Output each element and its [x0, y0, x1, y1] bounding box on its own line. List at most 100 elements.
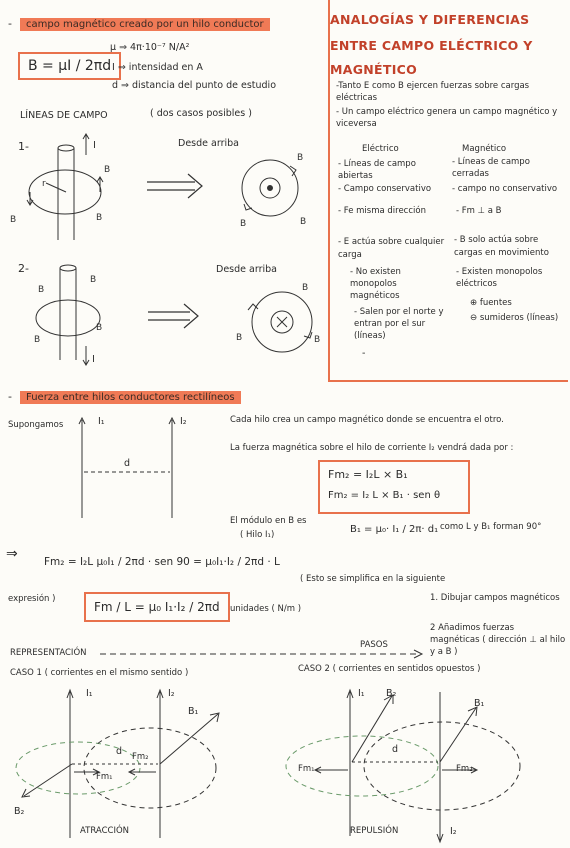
- field-lines-diagrams: I r B B B B B B I B B B B: [10, 133, 320, 366]
- implies-arrow-2: [148, 303, 199, 329]
- svg-text:B: B: [297, 153, 303, 163]
- svg-text:B: B: [34, 335, 40, 345]
- svg-text:B: B: [38, 285, 44, 295]
- svg-text:I: I: [92, 354, 95, 365]
- svg-text:B: B: [314, 335, 320, 345]
- case1-d: d: [116, 746, 123, 757]
- fm2-derivation: Fm₂ = I₂L μ₀I₁ / 2πd · sen 90 = μ₀I₁·I₂ …: [44, 556, 280, 568]
- step-2: 2 Añadimos fuerzas magnéticas ( direcció…: [430, 623, 566, 657]
- svg-text:B: B: [104, 165, 110, 175]
- fm-per-length-box: Fm / L = μ₀ I₁·I₂ / 2πd: [84, 592, 230, 622]
- elec-2: - Campo conservativo: [338, 184, 432, 194]
- step-1: 1. Dibujar campos magnéticos: [430, 593, 560, 603]
- label-d: d: [124, 458, 131, 469]
- angle-note: como L y B₁ forman 90°: [440, 522, 542, 532]
- mag-4: - B solo actúa sobre cargas en movimient…: [454, 235, 549, 258]
- svg-text:B: B: [236, 333, 242, 343]
- pasos-label: PASOS: [360, 640, 388, 650]
- svg-text:B: B: [240, 219, 246, 229]
- svg-text:I: I: [93, 140, 96, 151]
- trailing-dash: -: [362, 348, 366, 359]
- representacion-dashes: [100, 649, 424, 659]
- formula-B-box: B = μI / 2πd: [18, 52, 122, 80]
- svg-text:B: B: [300, 217, 306, 227]
- case2-diagram: [285, 688, 521, 844]
- hilo-text: ( Hilo I₁): [240, 530, 275, 540]
- force-eq-1: Fm₂ = I₂L × B₁: [328, 468, 408, 481]
- section2-heading: Fuerza entre hilos conductores rectilíne…: [20, 391, 241, 404]
- lineas-note: ( dos casos posibles ): [150, 108, 252, 119]
- col-electrico: Eléctrico: [362, 144, 399, 154]
- elec-6: - Salen por el norte y entran por el sur…: [354, 307, 444, 341]
- elec-3: - Fe misma dirección: [338, 206, 426, 216]
- svg-text:r: r: [42, 179, 46, 189]
- mag-2: - campo no conservativo: [452, 184, 558, 194]
- case2-I2: I₂: [450, 826, 457, 837]
- implies-arrow-1: [147, 173, 203, 199]
- top-view-1: [241, 159, 299, 217]
- case1-fm2: Fm₂: [132, 752, 149, 762]
- case2-B2: B₂: [386, 688, 397, 699]
- lineas-title: LÍNEAS DE CAMPO: [20, 110, 108, 121]
- svg-text:B: B: [96, 213, 102, 223]
- svg-text:B: B: [90, 275, 96, 285]
- analogies-title-2: ENTRE CAMPO ELÉCTRICO Y: [330, 38, 533, 53]
- case2-number: 2-: [18, 262, 29, 275]
- mag-6a: ⊕ fuentes: [470, 298, 512, 308]
- elec-5: - No existen monopolos magnéticos: [350, 267, 401, 301]
- case1-I2: I₂: [168, 688, 175, 699]
- wire-case1: [26, 133, 104, 240]
- caso1-label: CASO 1 ( corrientes en el mismo sentido …: [10, 668, 189, 678]
- units-text: unidades ( N/m ): [230, 604, 302, 614]
- atraccion-label: ATRACCIÓN: [80, 826, 129, 836]
- wire-case2: [35, 264, 101, 366]
- analogies-title-1: ANALOGÍAS Y DIFERENCIAS: [330, 12, 530, 27]
- B1-equation: B₁ = μ₀· I₁ / 2π· d₁: [350, 524, 439, 535]
- d-definition: d ⇒ distancia del punto de estudio: [112, 80, 277, 91]
- mag-6b: ⊖ sumideros (líneas): [470, 313, 559, 323]
- mag-1: - Líneas de campo cerradas: [452, 157, 530, 179]
- elec-4: - E actúa sobre cualquier carga: [338, 237, 445, 260]
- bullet-dash-2: -: [8, 390, 12, 403]
- fm2-note: ( Esto se simplifica en la siguiente: [300, 574, 446, 584]
- caso2-label: CASO 2 ( corrientes en sentidos opuestos…: [298, 664, 481, 674]
- para-cada-hilo: Cada hilo crea un campo magnético donde …: [230, 415, 504, 425]
- repulsion-label: REPULSIÓN: [350, 826, 399, 836]
- implies-symbol: ⇒: [6, 546, 18, 562]
- label-I1: I₁: [98, 416, 105, 427]
- representacion-label: REPRESENTACIÓN: [10, 648, 87, 658]
- analogies-title-3: MAGNÉTICO: [330, 62, 418, 77]
- case1-diagram: [15, 688, 220, 838]
- svg-text:B: B: [96, 323, 102, 333]
- analogy-p2: - Un campo eléctrico genera un campo mag…: [336, 107, 558, 129]
- analogy-p1: -Tanto E como B ejercen fuerzas sobre ca…: [336, 81, 530, 103]
- elec-1: - Líneas de campo abiertas: [338, 159, 416, 181]
- top-view-2: [247, 291, 313, 353]
- case2-fm2: Fm₂: [456, 764, 473, 774]
- mag-5: - Existen monopolos eléctricos: [456, 267, 543, 289]
- case2-d: d: [392, 744, 399, 755]
- mu-definition: μ ⇒ 4π·10⁻⁷ N/A²: [110, 42, 190, 53]
- modulo-text: El módulo en B es: [230, 516, 307, 526]
- section1-heading: campo magnético creado por un hilo condu…: [20, 18, 270, 31]
- bullet-dash: -: [8, 17, 12, 30]
- svg-text:B: B: [302, 283, 308, 293]
- force-box: Fm₂ = I₂L × B₁ Fm₂ = I₂ L × B₁ · sen θ: [318, 460, 470, 514]
- case2-fm1: Fm₁: [298, 764, 315, 774]
- case1-number: 1-: [18, 140, 29, 153]
- case1-fm1: Fm₁: [96, 772, 113, 782]
- col-magnetico: Magnético: [462, 144, 507, 154]
- two-wires-sketch: [78, 416, 176, 518]
- mag-3: - Fm ⊥ a B: [456, 206, 502, 216]
- case1-B2: B₂: [14, 806, 25, 817]
- svg-text:B: B: [10, 215, 16, 225]
- label-I2: I₂: [180, 416, 187, 427]
- para-fuerza: La fuerza magnética sobre el hilo de cor…: [230, 443, 514, 453]
- case1-B1: B₁: [188, 706, 199, 717]
- case1-I1: I₁: [86, 688, 93, 699]
- case2-B1: B₁: [474, 698, 485, 709]
- case2-I1: I₁: [358, 688, 365, 699]
- supongamos: Supongamos: [8, 420, 64, 430]
- force-eq-2: Fm₂ = I₂ L × B₁ · sen θ: [328, 490, 441, 501]
- expresion-text: expresión ): [8, 594, 56, 604]
